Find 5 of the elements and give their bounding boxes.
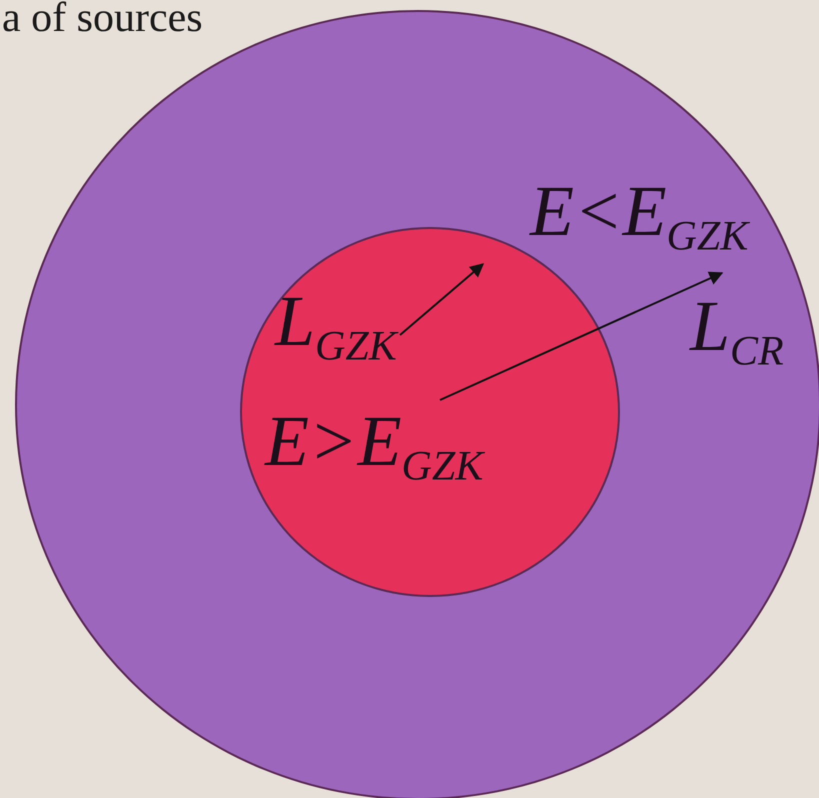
energy-condition-label: E<E$_{GZK}$ <box>530 175 748 258</box>
length-label: L$_{CR}$ <box>690 290 784 373</box>
energy-condition-label: E>E$_{GZK}$ <box>265 405 484 488</box>
caption-text: a of sources <box>2 0 203 42</box>
length-label: L$_{GZK}$ <box>275 285 397 368</box>
